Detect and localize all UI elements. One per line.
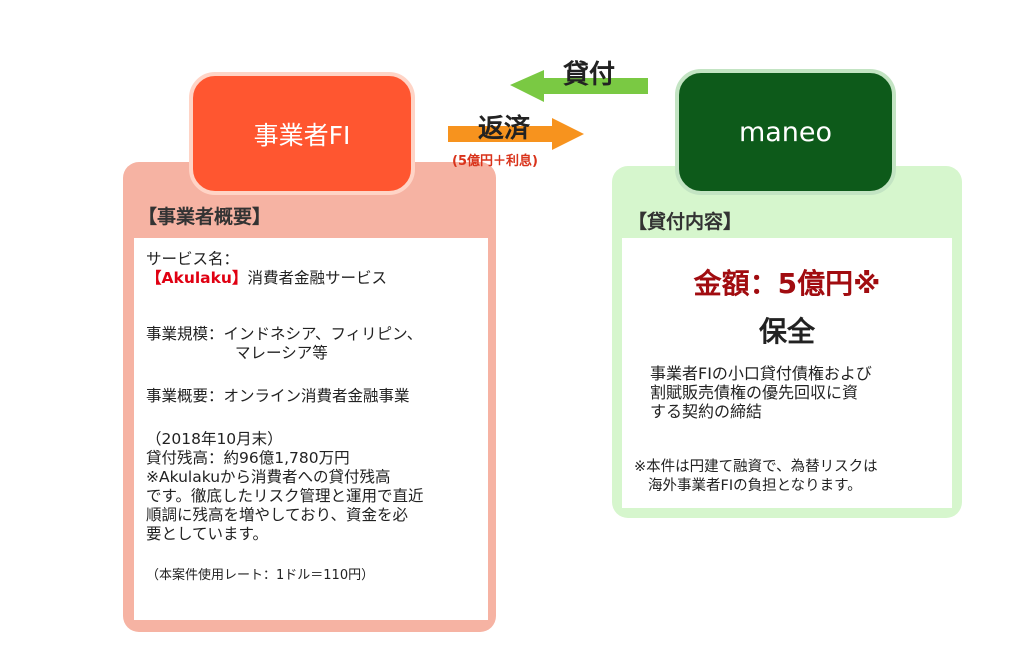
loan-details-body (622, 238, 952, 508)
protection-title: 保全 (758, 315, 815, 348)
maneo-node: maneo (675, 69, 896, 195)
protection-desc-line: する契約の締結 (650, 402, 763, 421)
brand-close: 】 (231, 269, 248, 287)
balance-desc-line: 要としています。 (146, 525, 268, 543)
business-overview-body: サービス名： 【Akulaku】消費者金融サービス 事業規模：インドネシア、フィ… (134, 238, 488, 620)
repayment-arrow-label: 返済 (478, 114, 531, 144)
loan-arrow-label: 貸付 (563, 60, 616, 90)
business-overview-line: 事業概要：オンライン消費者金融事業 (146, 387, 410, 405)
protection-desc-line: 割賦販売債権の優先回収に資 (650, 383, 859, 402)
brand-open: 【 (146, 269, 162, 287)
as-of-date: （2018年10月末） (146, 430, 283, 448)
balance-desc-line: 順調に残高を増やしており、資金を必 (146, 506, 408, 524)
protection-description: 事業者FIの小口貸付債権および 割賦販売債権の優先回収に資 する契約の締結 (650, 364, 940, 421)
service-name-suffix: 消費者金融サービス (247, 269, 388, 287)
business-scale-line1: 事業規模：インドネシア、フィリピン、 (146, 325, 423, 343)
brand-name: Akulaku (161, 269, 232, 287)
repayment-arrow-sublabel: (5億円＋利息) (452, 154, 538, 169)
protection-desc-line: 事業者FIの小口貸付債権および (650, 364, 872, 383)
service-name-label: サービス名： (146, 250, 240, 268)
repayment-arrow-icon (448, 118, 584, 150)
service-name-line: 【Akulaku】消費者金融サービス (146, 269, 480, 288)
balance-desc-line: ※Akulakuから消費者への貸付残高 (146, 468, 391, 486)
business-fi-node: 事業者FI (189, 72, 415, 195)
loan-amount: 金額：5億円※ (693, 267, 881, 300)
loan-arrow-icon (510, 70, 648, 102)
loan-details-header: 【貸付内容】 (628, 211, 743, 233)
business-overview-header: 【事業者概要】 (138, 206, 272, 228)
balance-desc-line: です。徹底したリスク管理と運用で直近 (146, 487, 424, 505)
loan-balance: 貸付残高：約96億1,780万円 (146, 449, 350, 467)
currency-note: ※本件は円建て融資で、為替リスクは 海外事業者FIの負担となります。 (634, 458, 954, 496)
currency-note-line: ※本件は円建て融資で、為替リスクは (634, 459, 878, 475)
business-scale-line2: マレーシア等 (235, 344, 328, 362)
currency-note-line: 海外事業者FIの負担となります。 (648, 478, 862, 494)
exchange-rate-note: （本案件使用レート：1ドル＝110円） (146, 568, 375, 583)
